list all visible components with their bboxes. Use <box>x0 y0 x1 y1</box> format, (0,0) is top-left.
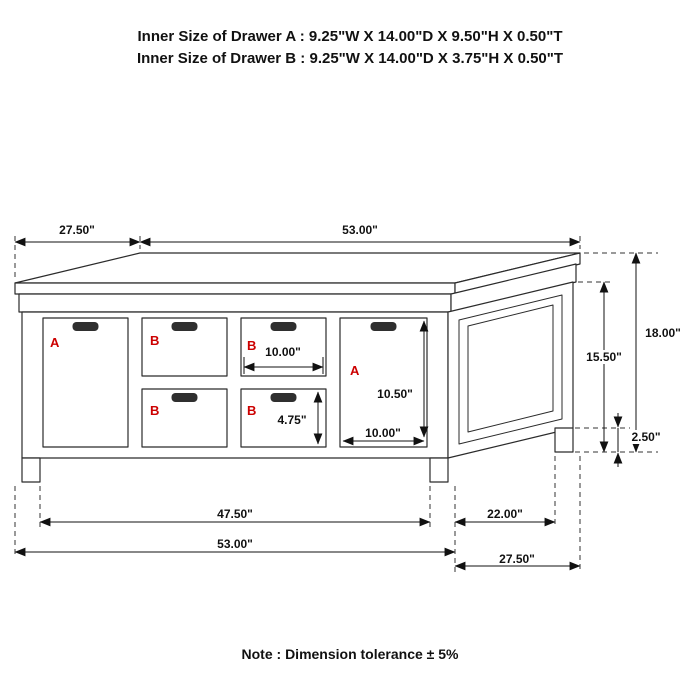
tolerance-note: Note : Dimension tolerance ± 5% <box>241 646 459 662</box>
tabletop-right-edge <box>454 252 581 295</box>
front-right-leg <box>429 457 449 483</box>
drawer-b-label: B <box>150 333 159 348</box>
tabletop-front-edge <box>14 282 456 295</box>
top-band-front <box>18 293 452 313</box>
dim-label-total-height: 18.00" <box>645 326 681 340</box>
dim-label-body-height: 15.50" <box>586 350 622 364</box>
drawer-letter-labels: A B B A B B <box>50 333 360 418</box>
drawer-b-label: B <box>150 403 159 418</box>
drawer-a-size-line: Inner Size of Drawer A : 9.25"W X 14.00"… <box>137 28 563 45</box>
side-panel-frame <box>458 294 563 445</box>
back-right-leg <box>554 427 574 453</box>
coffee-table-drawing <box>14 252 581 483</box>
dim-label-inner-depth: 22.00" <box>487 507 523 521</box>
drawer-b-size-line: Inner Size of Drawer B : 9.25"W X 14.00"… <box>136 50 564 67</box>
drawer-pull-icon <box>171 322 198 331</box>
dim-label-bottom-width: 53.00" <box>217 537 253 551</box>
drawer-pull-icon <box>270 393 297 402</box>
dim-label-inner-width: 47.50" <box>217 507 253 521</box>
dim-label-drawer-a-height: 10.50" <box>377 387 413 401</box>
dimension-lines <box>14 237 641 571</box>
drawer-pull-icon <box>72 322 99 331</box>
drawer-b-label: B <box>247 403 256 418</box>
drawer-a-left-front <box>42 317 129 448</box>
drawer-pull-icon <box>270 322 297 331</box>
drawer-pull-icon <box>171 393 198 402</box>
dim-label-drawer-b-height: 4.75" <box>277 413 306 427</box>
dim-label-drawer-a-width: 10.00" <box>365 426 401 440</box>
side-panel-inset <box>467 304 554 433</box>
top-band-right <box>450 263 577 313</box>
dim-label-top-width: 53.00" <box>342 223 378 237</box>
drawer-pull-icon <box>370 322 397 331</box>
dim-label-top-depth: 27.50" <box>59 223 95 237</box>
dimension-labels: 27.50" 53.00" 18.00" 15.50" 2.50" 10.00"… <box>54 223 686 566</box>
dim-label-drawer-b-width: 10.00" <box>265 345 301 359</box>
drawer-a-label: A <box>350 363 360 378</box>
header-text: Inner Size of Drawer A : 9.25"W X 14.00"… <box>0 26 700 70</box>
dim-label-bottom-depth: 27.50" <box>499 552 535 566</box>
drawer-b-label: B <box>247 338 256 353</box>
front-left-leg <box>21 457 41 483</box>
dim-label-leg-clearance: 2.50" <box>631 430 660 444</box>
drawer-a-label: A <box>50 335 60 350</box>
drawer-a-right-front <box>339 317 428 448</box>
